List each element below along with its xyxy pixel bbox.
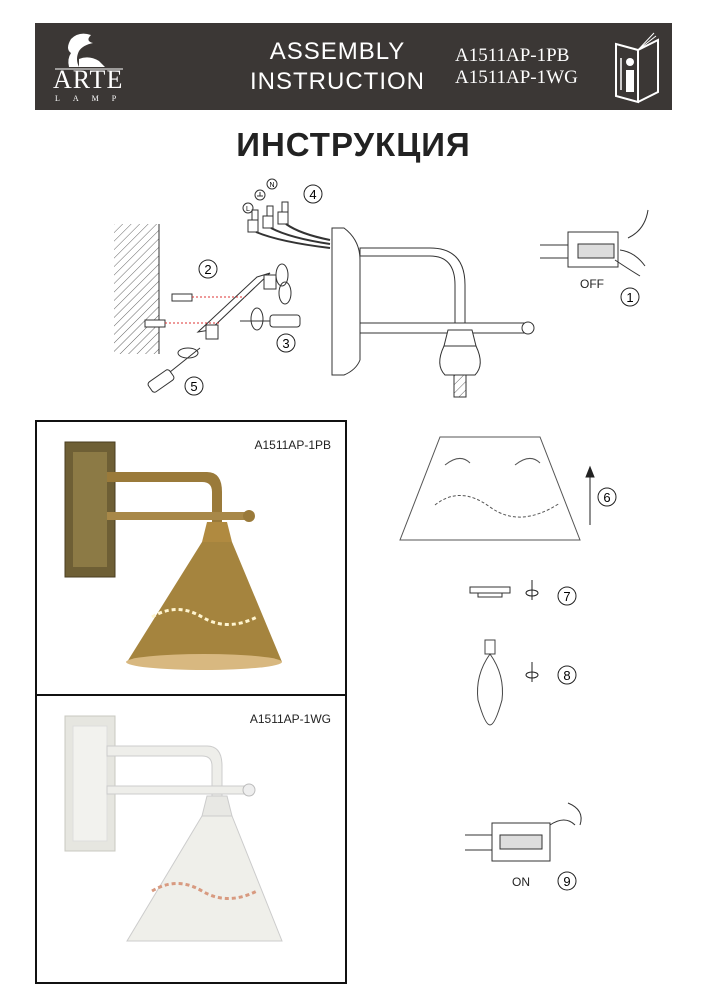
header-bar: ARTE LAMP ASSEMBLY INSTRUCTION A1511AP-1… [35,23,672,110]
manual-info-icon [615,32,659,104]
photo-panel-1pb: A1511AP-1PB [37,422,345,694]
header-title-line1: ASSEMBLY [269,38,406,65]
step-5-number: 5 [190,379,197,394]
mounting-bracket-icon [144,263,301,393]
socket-ring-icon [469,586,511,598]
switch-on-icon [465,802,582,862]
photo-divider [37,694,345,696]
wall-icon [114,224,159,354]
step-3-number: 3 [282,336,289,351]
step-6-number: 6 [603,490,610,505]
rotate-arrow-icon [525,580,539,600]
step-1-number: 1 [626,290,633,305]
step-2-number: 2 [204,262,211,277]
bulb-shade-steps-diagram: ON 6 7 8 9 [399,436,617,891]
terminal-block-icon [247,201,331,249]
step-7-number: 7 [563,589,570,604]
model-2: A1511AP-1WG [455,67,578,88]
switch-off-label: OFF [580,277,604,291]
model-1: A1511AP-1PB [455,45,570,66]
wire-label-l-text: L [246,206,250,213]
header-title-line2: INSTRUCTION [250,68,425,95]
lamp-arm-icon [331,227,535,398]
page-title: ИНСТРУКЦИЯ [236,126,471,163]
wire-label-n-text: N [269,182,274,189]
candle-bulb-icon [477,639,503,726]
step-4-number: 4 [309,187,316,202]
arrow-up-icon [585,465,595,525]
lampshade-icon [399,436,581,541]
installation-diagram: L N OFF 1 2 3 4 5 [114,178,649,398]
step-9-number: 9 [563,874,570,889]
photo-label-1pb: A1511AP-1PB [254,438,332,452]
brand-subtitle: LAMP [55,94,130,103]
model-numbers: A1511AP-1PB A1511AP-1WG [455,45,578,89]
step-8-number: 8 [563,668,570,683]
brand-name: ARTE [53,65,124,94]
photo-label-1wg: A1511AP-1WG [249,712,331,726]
photo-panel-1wg: A1511AP-1WG [37,696,345,968]
header-title: ASSEMBLY INSTRUCTION [235,37,440,97]
ground-icon [254,189,266,201]
product-photos: A1511AP-1PB A1511AP-1WG [35,420,347,984]
lamp-photo-white [64,715,283,942]
lamp-photo-brass [64,441,282,670]
winged-lion-logo-icon [55,33,123,70]
switch-on-label: ON [512,875,530,889]
switch-off-icon [540,209,649,277]
wire-label-l [242,202,254,214]
